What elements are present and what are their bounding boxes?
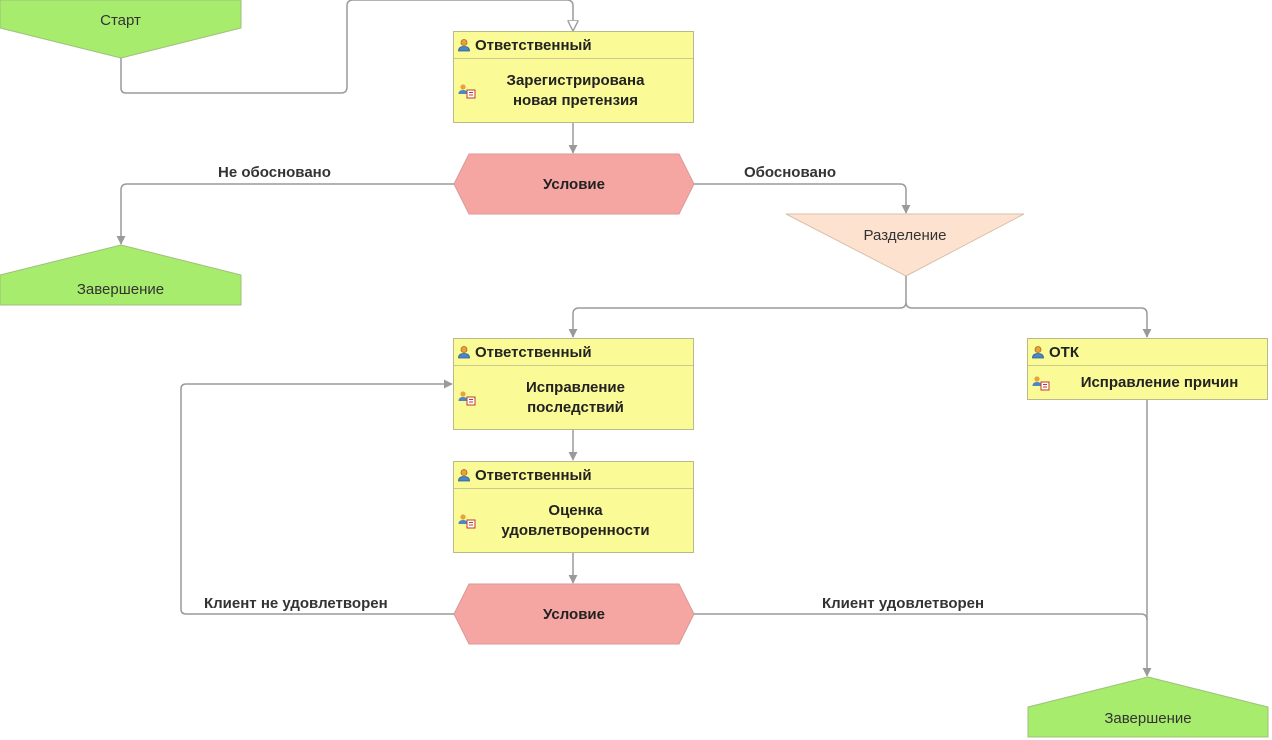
task-role-header: Ответственный: [454, 339, 693, 366]
task-fix-consequences[interactable]: Ответственный Исправление последствий: [453, 338, 694, 430]
condition-label-2: Условие: [542, 605, 605, 623]
edge-satisfied-to-end: [694, 613, 1148, 621]
end-node-1[interactable]: [0, 244, 242, 306]
user-icon: [458, 39, 470, 52]
branch-label-not-justified: Не обосновано: [218, 164, 331, 181]
user-icon: [1032, 346, 1044, 359]
task-title-line1: Оценка: [548, 501, 603, 519]
task-role-header: Ответственный: [454, 462, 693, 489]
start-label: Старт: [100, 11, 141, 29]
end-node-2[interactable]: [1027, 676, 1269, 738]
task-role: Ответственный: [475, 343, 592, 361]
task-icon: [458, 390, 476, 405]
branch-label-satisfied: Клиент удовлетворен: [822, 595, 985, 612]
task-satisfaction-evaluation[interactable]: Ответственный Оценка удовлетворенности: [453, 461, 694, 553]
edge-split-branches: [572, 276, 1148, 337]
task-title-line1: Исправление: [525, 378, 625, 396]
task-icon: [458, 83, 476, 98]
task-role: Ответственный: [475, 36, 592, 54]
task-role: Ответственный: [475, 466, 592, 484]
task-icon: [458, 513, 476, 528]
task-fix-causes[interactable]: ОТК Исправление причин: [1027, 338, 1268, 400]
start-node[interactable]: [0, 0, 242, 59]
edge-start-to-registered: [120, 0, 573, 94]
task-title-line2: удовлетворенности: [501, 521, 650, 539]
condition-label-1: Условие: [542, 175, 605, 193]
task-title-line1: Зарегистрирована: [506, 71, 645, 89]
end-label-2: Завершение: [1104, 709, 1192, 727]
task-title: Исправление причин: [1080, 373, 1239, 391]
task-icon: [1032, 375, 1050, 390]
task-role-header: Ответственный: [454, 32, 693, 59]
task-title-line2: новая претензия: [512, 91, 639, 109]
task-role: ОТК: [1049, 343, 1079, 361]
user-icon: [458, 469, 470, 482]
task-registered-claim[interactable]: Ответственный Зарегистрирована новая прет…: [453, 31, 694, 123]
edge-condition-to-split: [694, 183, 911, 214]
split-label: Разделение: [863, 226, 947, 244]
edge-loop-back: [180, 379, 454, 615]
task-role-header: ОТК: [1028, 339, 1267, 366]
branch-label-not-satisfied: Клиент не удовлетворен: [204, 595, 388, 612]
end-label-1: Завершение: [76, 280, 165, 298]
split-node[interactable]: [785, 213, 1025, 277]
user-icon: [458, 346, 470, 359]
edge-condition-to-end: [116, 183, 454, 245]
task-title-line2: последствий: [527, 398, 624, 416]
branch-label-justified: Обосновано: [744, 164, 837, 181]
